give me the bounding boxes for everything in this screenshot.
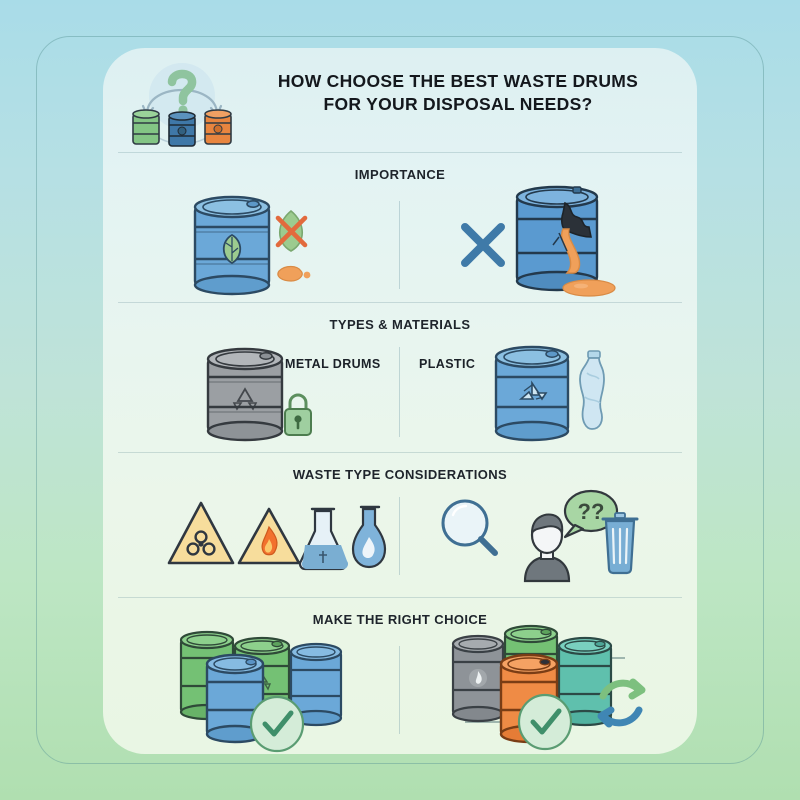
poster-card: HOW CHOOSE THE BEST WASTE DRUMS FOR YOUR…: [103, 48, 697, 754]
flaming-flask-icon: [351, 505, 387, 569]
bubble-question-text: ??: [578, 499, 605, 524]
section-title-importance: IMPORTANCE: [354, 167, 446, 182]
blue-drum-with-leaf-icon: [193, 195, 271, 296]
poster-title-line-2: FOR YOUR DISPOSAL NEEDS?: [323, 94, 593, 114]
section-waste-type: WASTE TYPE CONSIDERATIONS: [103, 453, 697, 598]
assessment-icons-group: ??: [433, 489, 643, 583]
recycle-arrows-icon: [597, 678, 646, 728]
damaged-leaking-drum-icon: [515, 185, 599, 292]
section-title-waste-type: WASTE TYPE CONSIDERATIONS: [292, 467, 508, 482]
padlock-icon: [284, 393, 312, 436]
label-metal-drums: METAL DRUMS: [285, 357, 381, 371]
flame-mark-icon: [469, 669, 487, 687]
gray-metal-drum-icon: [206, 347, 284, 442]
green-check-badge-icon: [249, 695, 305, 753]
drum-group-left-illustration: [173, 624, 353, 753]
green-check-badge-icon: [517, 693, 573, 751]
crossed-out-leaf-icon: [275, 209, 308, 252]
section-importance: IMPORTANCE: [103, 153, 697, 303]
oil-spill-icon: [277, 265, 311, 282]
poster-title-line-1: HOW CHOOSE THE BEST WASTE DRUMS: [277, 71, 639, 91]
section-make-right-choice: MAKE THE RIGHT CHOICE: [103, 598, 697, 753]
gray-drum-back: [451, 634, 505, 723]
divider-after-waste-type: [118, 597, 682, 598]
biohazard-glyph: [186, 530, 216, 556]
importance-left-illustration: [181, 185, 321, 297]
divider-after-types: [118, 452, 682, 453]
section-title-make-right-choice: MAKE THE RIGHT CHOICE: [312, 612, 488, 627]
oil-puddle-icon: [562, 279, 616, 297]
trash-can-icon: [601, 512, 639, 575]
section-vertical-divider-waste: [399, 497, 401, 575]
section-vertical-divider-choice: [399, 646, 401, 734]
importance-right-illustration: [455, 175, 625, 299]
header-section: HOW CHOOSE THE BEST WASTE DRUMS FOR YOUR…: [103, 48, 697, 153]
x-mark-icon: [461, 223, 505, 267]
blue-plastic-drum-recycle-icon: [494, 345, 570, 442]
section-title-types-materials: TYPES & MATERIALS: [329, 317, 471, 332]
person-with-question-bubble-icon: ??: [523, 489, 619, 583]
header-green-drum: [132, 109, 160, 145]
drum-group-right-illustration: [443, 624, 653, 751]
label-plastic: PLASTIC: [419, 357, 476, 371]
flammable-warning-triangle-icon: [237, 507, 301, 565]
leaf-badge-icon: [222, 233, 242, 265]
speech-bubble: ??: [563, 489, 619, 539]
plastic-bottle-icon: [579, 350, 605, 430]
teal-drum-right: [557, 636, 613, 727]
blue-drum-front: [205, 653, 265, 744]
header-orange-drum: [204, 109, 232, 145]
biohazard-warning-triangle-icon: [167, 501, 235, 565]
recycle-symbol-icon: [232, 387, 258, 411]
plastic-drum-illustration: [488, 337, 618, 445]
divider-after-header: [118, 152, 682, 153]
chemical-flask-icon: [298, 507, 348, 571]
hazard-icons-group: [165, 497, 387, 581]
section-vertical-divider-types: [399, 347, 401, 437]
section-vertical-divider-importance: [399, 201, 401, 289]
header-icon-question-drums: [125, 56, 240, 148]
divider-after-importance: [118, 302, 682, 303]
metal-drum-illustration: [198, 339, 318, 445]
blue-drum-right: [289, 642, 343, 727]
header-blue-drum: [168, 111, 196, 147]
magnifier-icon: [441, 499, 498, 556]
section-types-materials: TYPES & MATERIALS METAL DRUMS PLASTIC: [103, 303, 697, 453]
recycle-arrows-icon: [518, 380, 548, 401]
